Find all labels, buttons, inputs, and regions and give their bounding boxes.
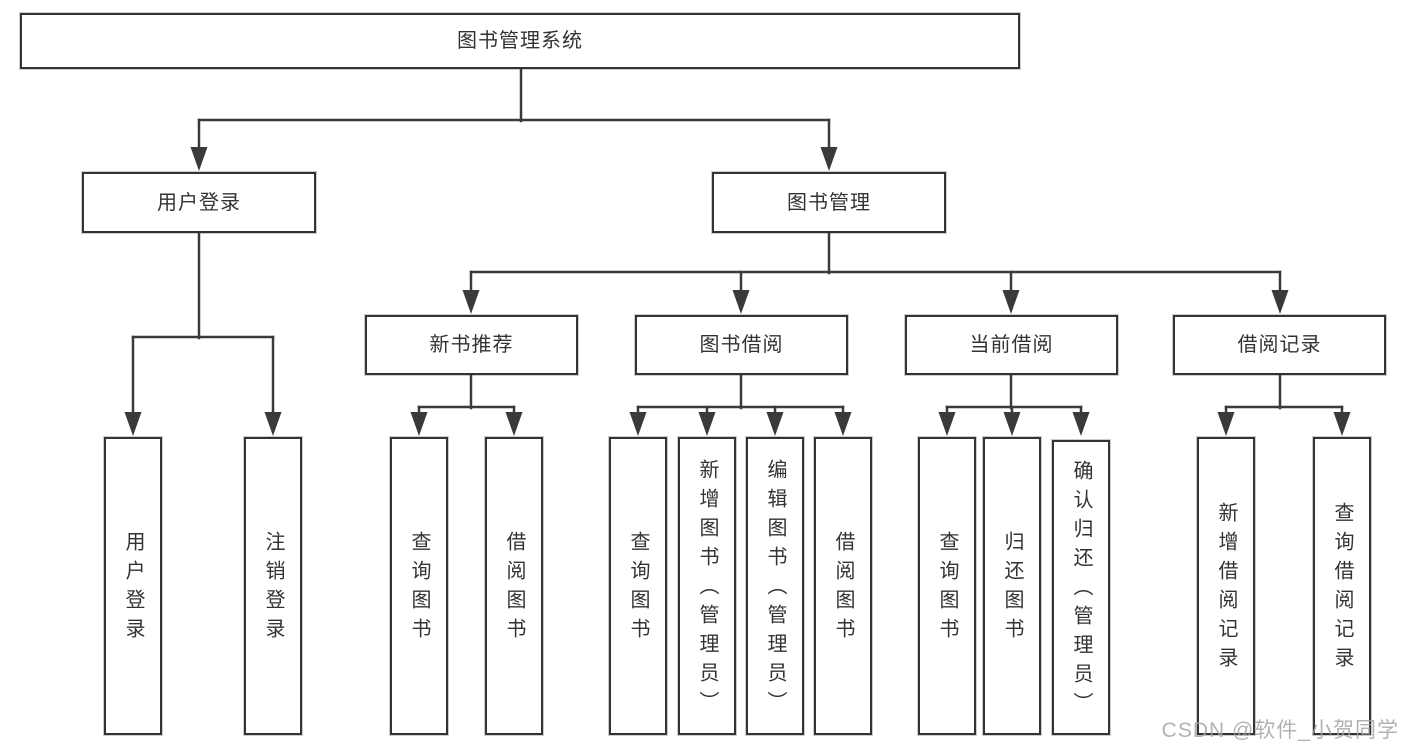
node-leaf-edit-books-admin: 编辑图书（管理员）: [746, 437, 804, 735]
node-leaf-query-books-borrowing: 查询图书: [609, 437, 667, 735]
edges-borrowing-records: [1217, 373, 1351, 436]
node-leaf-return-books: 归还图书: [983, 437, 1041, 735]
edges-root: [190, 67, 838, 171]
node-borrowing-records: 借阅记录: [1173, 315, 1386, 375]
node-user-login: 用户登录: [82, 172, 316, 233]
node-leaf-add-books-admin: 新增图书（管理员）: [678, 437, 736, 735]
node-leaf-query-borrow-record: 查询借阅记录: [1313, 437, 1371, 735]
node-book-borrowing: 图书借阅: [635, 315, 848, 375]
edges-current-borrowing: [938, 373, 1090, 436]
edges-user-login: [124, 231, 282, 436]
edges-book-management: [462, 231, 1289, 314]
node-root: 图书管理系统: [20, 13, 1020, 69]
node-leaf-add-borrow-record: 新增借阅记录: [1197, 437, 1255, 735]
node-leaf-confirm-return-admin: 确认归还（管理员）: [1052, 440, 1110, 735]
node-leaf-user-login: 用户登录: [104, 437, 162, 735]
csdn-watermark: CSDN @软件_小贺同学: [1161, 719, 1399, 742]
node-leaf-query-books-current: 查询图书: [918, 437, 976, 735]
node-book-management: 图书管理: [712, 172, 946, 233]
node-new-book-recommend: 新书推荐: [365, 315, 578, 375]
edges-book-borrowing: [629, 373, 852, 436]
node-leaf-query-books-recommend: 查询图书: [390, 437, 448, 735]
edges-new-book-recommend: [410, 373, 523, 436]
node-leaf-borrow-books-recommend: 借阅图书: [485, 437, 543, 735]
node-leaf-logout: 注销登录: [244, 437, 302, 735]
node-current-borrowing: 当前借阅: [905, 315, 1118, 375]
node-leaf-borrow-books-borrowing: 借阅图书: [814, 437, 872, 735]
